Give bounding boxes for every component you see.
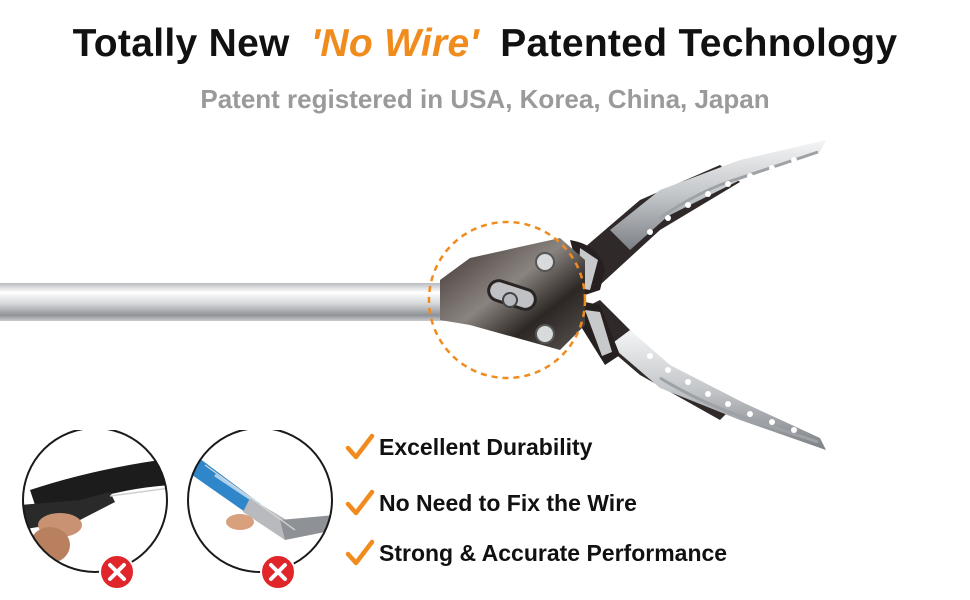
subheadline: Patent registered in USA, Korea, China, … (200, 84, 770, 114)
check-icon (345, 433, 375, 460)
comparison-image-1 (20, 430, 170, 590)
product-photo (0, 140, 826, 450)
check-icon (345, 539, 375, 566)
comparison-image-2 (185, 430, 335, 590)
check-icon (345, 489, 375, 516)
headline: Totally New 'No Wire' Patented Technolog… (0, 22, 970, 66)
x-mark-icon (260, 554, 296, 590)
x-mark-icon (99, 554, 135, 590)
highlight-circle (427, 220, 587, 380)
lower-jaw-holes (647, 353, 797, 433)
headline-suffix: Patented Technology (500, 22, 898, 65)
pole (0, 283, 470, 321)
feature-item: Strong & Accurate Performance (345, 538, 727, 568)
upper-jaw-holes (647, 157, 797, 235)
feature-item: Excellent Durability (345, 432, 592, 462)
feature-label: No Need to Fix the Wire (379, 489, 637, 516)
headline-prefix: Totally New (72, 22, 290, 65)
feature-label: Strong & Accurate Performance (379, 539, 728, 566)
headline-accent: 'No Wire' (310, 22, 480, 65)
feature-item: No Need to Fix the Wire (345, 488, 637, 518)
feature-label: Excellent Durability (379, 433, 593, 460)
